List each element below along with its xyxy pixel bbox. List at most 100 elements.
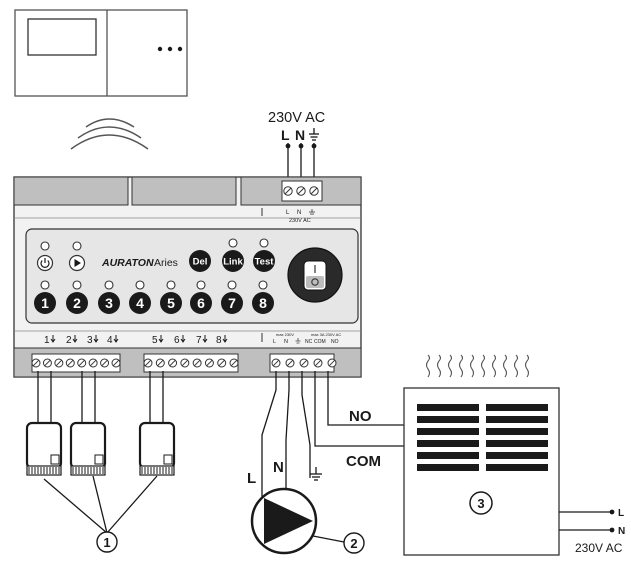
- zone-button-2[interactable]: 2: [66, 280, 88, 314]
- del-button-label: Del: [193, 257, 208, 268]
- terminal-block-1: [31, 353, 121, 373]
- bottom-small-no: NO: [331, 339, 339, 345]
- terminal-small-n: N: [297, 210, 301, 216]
- terminal-small-l: L: [286, 210, 290, 216]
- bottom-zone-labels: 1 2 3 4 5 6 7 8: [44, 335, 228, 346]
- bottom-terminal-blocks: [31, 353, 337, 373]
- zone-led-icon: [227, 280, 237, 290]
- actuator-3: [138, 421, 176, 476]
- arrow-down-icon: [202, 335, 208, 343]
- zone-button-label: 7: [228, 295, 236, 311]
- link-button[interactable]: Link: [222, 238, 244, 272]
- bottom-small-l: L: [273, 339, 276, 345]
- zone-button-label: 5: [167, 295, 175, 311]
- zone-led-icon: [104, 280, 114, 290]
- arrow-down-icon: [93, 335, 99, 343]
- bottom-small-com: COM: [314, 339, 326, 345]
- actuator-2: [69, 421, 107, 476]
- heater-fins: [417, 404, 548, 471]
- play-button[interactable]: [68, 241, 86, 272]
- callout-1-label: 1: [103, 535, 110, 550]
- power-button[interactable]: [36, 241, 54, 272]
- zone-button-5[interactable]: 5: [160, 280, 182, 314]
- bottom-zone-label: 8: [216, 335, 222, 346]
- actuator-callout-lines: [43, 475, 158, 534]
- zone-button-label: 1: [41, 295, 49, 311]
- actuator-1: [25, 421, 63, 476]
- zone-button-3[interactable]: 3: [98, 280, 120, 314]
- power-icon: [40, 258, 50, 268]
- top-ground-icon: [309, 128, 319, 141]
- heater-l-label: L: [618, 508, 624, 519]
- bottom-zone-label: 2: [66, 335, 72, 346]
- callout-2-label: 2: [350, 536, 357, 551]
- zone-button-label: 2: [73, 295, 81, 311]
- zone-button-8[interactable]: 8: [252, 280, 274, 314]
- heater-wires: [314, 371, 404, 447]
- arrow-down-icon: [180, 335, 186, 343]
- arrow-down-icon: [222, 335, 228, 343]
- heater-supply: L N 230V AC: [559, 508, 625, 555]
- switch-off-icon: [311, 278, 319, 286]
- test-button[interactable]: Test: [253, 238, 275, 272]
- bottom-small-ground-icon: [295, 338, 301, 344]
- bottom-zone-label: 3: [87, 335, 93, 346]
- zone-button-7[interactable]: 7: [221, 280, 243, 314]
- arrow-down-icon: [72, 335, 78, 343]
- bottom-zone-label: 1: [44, 335, 50, 346]
- bottom-zone-label: 5: [152, 335, 158, 346]
- top-n-label: N: [295, 127, 305, 143]
- heater-n-label: N: [618, 526, 625, 537]
- bottom-zone-label: 7: [196, 335, 202, 346]
- top-power-supply: 230V AC L N: [268, 110, 325, 181]
- zone-led-icon: [135, 280, 145, 290]
- heater-voltage-label: 230V AC: [575, 541, 623, 555]
- top-l-label: L: [281, 127, 290, 143]
- zone-button-label: 6: [197, 295, 205, 311]
- zone-button-label: 3: [105, 295, 113, 311]
- brand-label: AURATON: [101, 257, 154, 269]
- terminal-block-2: [143, 353, 239, 373]
- actuator-wires: [37, 371, 164, 425]
- callout-2: 2: [343, 532, 365, 554]
- actuators: [25, 421, 176, 476]
- zone-button-label: 8: [259, 295, 267, 311]
- pump-ground-icon: [310, 467, 322, 481]
- del-button[interactable]: Del: [189, 250, 211, 272]
- test-button-label: Test: [255, 257, 275, 268]
- arrow-down-icon: [50, 335, 56, 343]
- zone-led-icon: [258, 280, 268, 290]
- thermostat-display: [27, 18, 97, 56]
- pump-wires: [261, 371, 311, 505]
- zone-button-1[interactable]: 1: [34, 280, 56, 314]
- bottom-zone-label: 6: [174, 335, 180, 346]
- play-icon: [74, 259, 81, 267]
- heat-waves-icon: [425, 354, 530, 378]
- bottom-zone-label: 4: [107, 335, 113, 346]
- zone-button-4[interactable]: 4: [129, 280, 151, 314]
- wireless-signal-icon: [70, 118, 149, 150]
- no-label: NO: [349, 408, 372, 425]
- zone-led-icon: [166, 280, 176, 290]
- pump: [250, 487, 318, 555]
- zone-led-icon: [40, 280, 50, 290]
- thermostat-dots-icon: [157, 46, 183, 52]
- callout-1: 1: [96, 531, 118, 553]
- top-voltage-label: 230V AC: [268, 110, 325, 126]
- power-switch[interactable]: [287, 247, 343, 303]
- terminal-block-3: [269, 353, 337, 373]
- com-label: COM: [346, 453, 381, 470]
- zone-led-icon: [72, 280, 82, 290]
- zone-button-label: 4: [136, 295, 144, 311]
- zone-led-icon: [196, 280, 206, 290]
- controller-housing: L N 230V AC AURATON Aries: [13, 176, 362, 378]
- bottom-small-nc: NC: [305, 339, 313, 345]
- link-button-label: Link: [223, 257, 243, 268]
- room-thermostat: [14, 9, 188, 97]
- terminal-small-caption: 230V AC: [289, 218, 311, 224]
- zone-buttons: 1 2 3 4 5 6 7 8: [34, 280, 274, 314]
- bottom-small-max-left: max 230V: [276, 332, 294, 337]
- zone-button-6[interactable]: 6: [190, 280, 212, 314]
- bottom-small-max-right: max 3A 230V AC: [311, 332, 341, 337]
